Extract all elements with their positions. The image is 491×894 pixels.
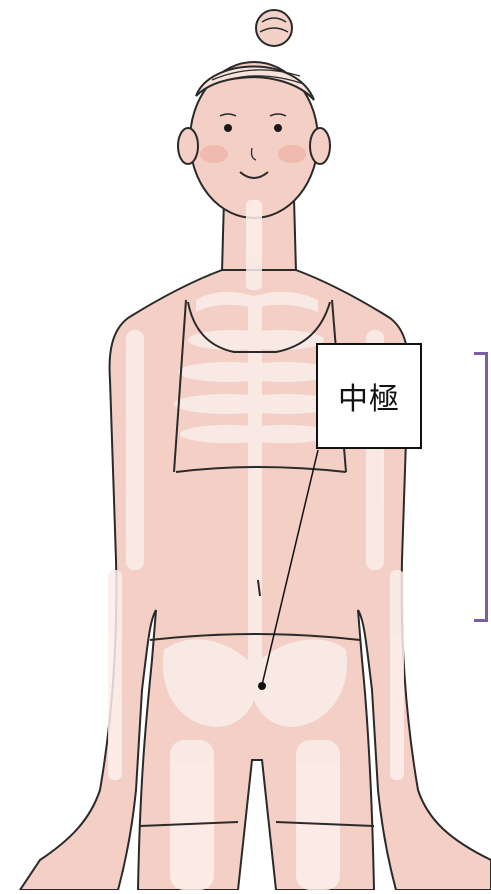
- head: [178, 62, 330, 218]
- bracket-marker: [474, 352, 488, 622]
- acupoint-marker: [258, 682, 266, 690]
- callout-label-box: 中極: [316, 343, 422, 449]
- callout-label: 中極: [338, 374, 400, 418]
- hair-bun: [256, 10, 292, 46]
